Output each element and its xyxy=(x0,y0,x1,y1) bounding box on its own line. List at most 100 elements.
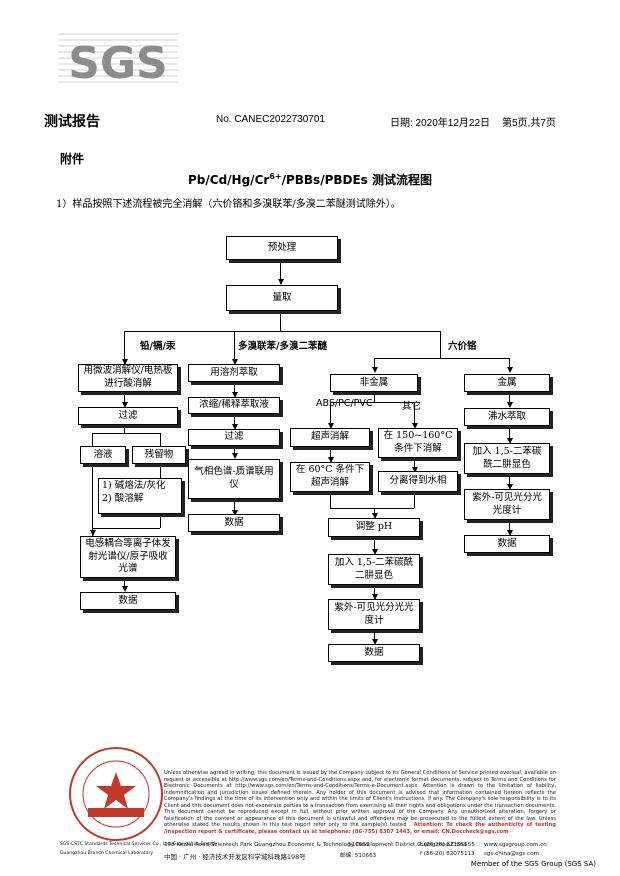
connector xyxy=(92,528,160,530)
step-metal: 金属 xyxy=(464,374,550,392)
connector xyxy=(414,458,416,469)
arrow-head xyxy=(232,392,238,398)
report-number: No. CANEC2022730701 xyxy=(216,114,325,125)
step-fusion: 1) 碱熔法/灰化 2) 酸溶解 xyxy=(98,478,182,514)
svg-text:SGS: SGS xyxy=(68,38,168,89)
connector xyxy=(374,358,510,360)
sgs-logo: SGS xyxy=(58,28,178,90)
branch-label-pb: 铅/镉/汞 xyxy=(140,341,176,352)
arrow-head xyxy=(507,367,513,373)
connector xyxy=(509,474,511,486)
step-ultrasonic: 超声消解 xyxy=(290,428,370,447)
connector xyxy=(124,578,126,588)
footer-lab: Guangzhou Branch Chemical Laboratory xyxy=(60,851,154,856)
step-acid-digest: 用微波消解仪/电热板进行酸消解 xyxy=(78,364,178,392)
arrow-head xyxy=(412,467,418,473)
footer-postcode: 510663 xyxy=(348,842,370,848)
intro-text: 1）样品按照下述流程被完全消解（六价铬和多溴联苯/多溴二苯醚测试除外）。 xyxy=(56,199,401,210)
footer-postcode-cn: 邮编: 510663 xyxy=(340,853,377,859)
step-metal-uv: 紫外-可见光分光光度计 xyxy=(464,489,550,520)
connector xyxy=(160,514,162,528)
step-pbb-data: 数据 xyxy=(188,514,280,532)
connector xyxy=(124,331,126,363)
inspection-stamp xyxy=(69,747,163,841)
step-filter: 过滤 xyxy=(78,407,178,425)
footer-disclaimer: Unless otherwise agreed in writing, this… xyxy=(164,770,556,835)
step-ultrasonic-60: 在 60°C 条件下超声消解 xyxy=(290,462,370,492)
step-add-reagent: 加入 1,5-二苯碳酰二肼显色 xyxy=(328,554,420,585)
connector xyxy=(234,499,236,511)
connector xyxy=(374,630,376,641)
footer-company: SGS-CSTC Standards Technical Services Co… xyxy=(60,842,217,847)
arrow-head xyxy=(507,438,513,444)
connector xyxy=(234,414,236,427)
arrow-head xyxy=(507,530,513,536)
arrow-head xyxy=(232,424,238,430)
step-measure: 量取 xyxy=(226,285,338,311)
appendix-heading: 附件 xyxy=(60,152,85,166)
arrow-head xyxy=(372,594,378,600)
connector xyxy=(374,585,376,597)
connector xyxy=(330,508,414,510)
connector xyxy=(92,464,94,536)
footer-fax: f (86-20) 82075113 xyxy=(420,851,475,857)
connector xyxy=(124,331,440,333)
step-icp: 电感耦合等离子体发射光谱仪/原子吸收光谱 xyxy=(80,536,176,578)
connector xyxy=(509,392,511,405)
connector xyxy=(374,392,376,402)
flowchart-title: Pb/Cd/Hg/Cr6+/PBBs/PBDEs 测试流程图 xyxy=(188,172,432,187)
step-pretreat: 预处理 xyxy=(226,236,338,260)
arrow-head xyxy=(328,423,334,429)
connector xyxy=(330,402,332,426)
step-gcms: 气相色谱-质谱联用仪 xyxy=(188,459,280,499)
step-solution: 溶液 xyxy=(80,446,126,464)
arrow-head xyxy=(372,367,378,373)
arrow-head xyxy=(278,279,284,285)
step-nonmetal-data: 数据 xyxy=(328,644,420,662)
step-solvent-extract: 用溶剂萃取 xyxy=(188,364,280,382)
connector xyxy=(234,382,236,395)
connector xyxy=(234,331,236,363)
arrow-head xyxy=(507,402,513,408)
connector xyxy=(330,447,332,459)
step-pbb-filter: 过滤 xyxy=(188,429,280,446)
connector xyxy=(414,492,416,508)
arrow-head xyxy=(328,457,334,463)
label-other: 其它 xyxy=(402,401,422,412)
step-nonmetal: 非金属 xyxy=(330,374,418,392)
arrow-head xyxy=(90,530,96,536)
branch-label-pbb: 多溴联苯/多溴二苯醚 xyxy=(238,341,327,352)
connector xyxy=(330,402,414,404)
footer-web: www.sgsgroup.com.cn xyxy=(484,842,547,848)
step-hot-digest: 在 150~160°C 条件下消解 xyxy=(378,428,458,458)
connector xyxy=(374,358,376,370)
connector xyxy=(280,311,282,331)
member-note: Member of the SGS Group (SGS SA) xyxy=(470,860,596,868)
connector xyxy=(124,392,126,406)
step-adjust-ph: 调整 pH xyxy=(328,518,420,537)
connector xyxy=(374,508,376,516)
step-pb-data: 数据 xyxy=(80,592,176,610)
connector xyxy=(509,358,511,370)
footer-address-en: 198 Kezhu Road,Scientech Park Guangzhou … xyxy=(164,842,467,848)
connector xyxy=(440,331,442,358)
connector xyxy=(234,446,236,456)
step-metal-reagent: 加入 1,5-二苯碳酰二肼显色 xyxy=(464,443,550,474)
step-fusion-line2: 2) 酸溶解 xyxy=(102,492,144,504)
step-concentrate: 浓缩/稀释萃取液 xyxy=(188,397,280,414)
report-title: 测试报告 xyxy=(44,114,100,130)
connector xyxy=(92,433,94,446)
report-date: 日期: 2020年12月22日 xyxy=(390,118,491,129)
disclaimer-text: Unless otherwise agreed in writing, this… xyxy=(164,770,556,828)
arrow-head xyxy=(232,510,238,516)
connector xyxy=(280,260,282,284)
arrow-head xyxy=(372,639,378,645)
step-metal-data: 数据 xyxy=(464,535,550,553)
connector xyxy=(509,520,511,532)
connector xyxy=(124,425,126,433)
footer-address-cn: 中国 · 广州 · 经济技术开发区科学城科珠路198号 xyxy=(164,853,306,861)
authenticity-notice: Attention: To check the authenticity of … xyxy=(164,822,556,835)
connector xyxy=(374,537,376,551)
label-abs-pc-pvc: ABS/PC/PVC xyxy=(316,398,373,409)
arrow-head xyxy=(412,423,418,429)
